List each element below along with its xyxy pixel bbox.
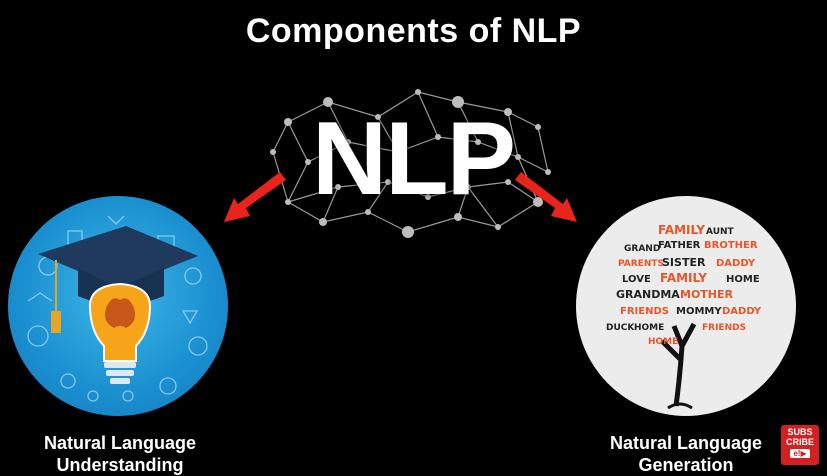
tree-word: SISTER xyxy=(662,256,706,269)
tree-word: AUNT xyxy=(706,227,735,237)
subscribe-button[interactable]: SUBS CRIBE e!▶ xyxy=(781,425,819,465)
tree-word: PARENTS xyxy=(618,259,664,269)
nlu-caption-line1: Natural Language xyxy=(43,433,197,453)
tree-word: HOME xyxy=(634,323,664,333)
tree-word: HOME xyxy=(726,274,760,285)
arrow-right-icon xyxy=(515,172,577,222)
nlp-label: NLP xyxy=(312,101,516,217)
page-title: Components of NLP xyxy=(245,12,582,50)
arrow-left-icon xyxy=(224,172,286,222)
tree-word: MOMMY xyxy=(676,306,722,317)
nlu-caption-line2: Understanding xyxy=(56,455,184,475)
tree-word: GRANDMA xyxy=(616,288,680,301)
tree-word: FRIENDS xyxy=(620,306,669,317)
nlg-caption-line2: Generation xyxy=(638,455,734,475)
tree-word: FAMILY xyxy=(660,271,707,285)
lightbulb-graduation-cap-icon xyxy=(27,215,208,402)
tree-word: HOME xyxy=(648,337,678,347)
tree-word: MOTHER xyxy=(680,288,734,301)
nlg-caption: Natural Language Generation xyxy=(576,432,796,476)
subscribe-line2: CRIBE xyxy=(785,437,814,447)
tree-word: FRIENDS xyxy=(702,323,746,333)
tree-word: FATHER xyxy=(658,240,701,251)
tree-word: LOVE xyxy=(622,274,651,285)
nlu-illustration xyxy=(8,196,228,416)
nlu-caption: Natural Language Understanding xyxy=(10,432,230,476)
play-icon: e!▶ xyxy=(790,449,810,458)
nlp-network-graphic: NLP xyxy=(268,82,558,242)
tree-word: DADDY xyxy=(716,258,756,269)
tree-word: FAMILY xyxy=(658,223,705,237)
family-word-tree-icon: FAMILY AUNT GRAND FATHER BROTHER PARENTS… xyxy=(606,223,762,410)
subscribe-line1: SUBS xyxy=(787,427,813,437)
nlg-caption-line1: Natural Language xyxy=(609,433,763,453)
tree-word: DADDY xyxy=(722,306,762,317)
tree-word: GRAND xyxy=(624,244,660,254)
tree-word: BROTHER xyxy=(704,240,758,251)
nlg-illustration: FAMILY AUNT GRAND FATHER BROTHER PARENTS… xyxy=(576,196,796,416)
tree-word: DUCK xyxy=(606,323,635,333)
